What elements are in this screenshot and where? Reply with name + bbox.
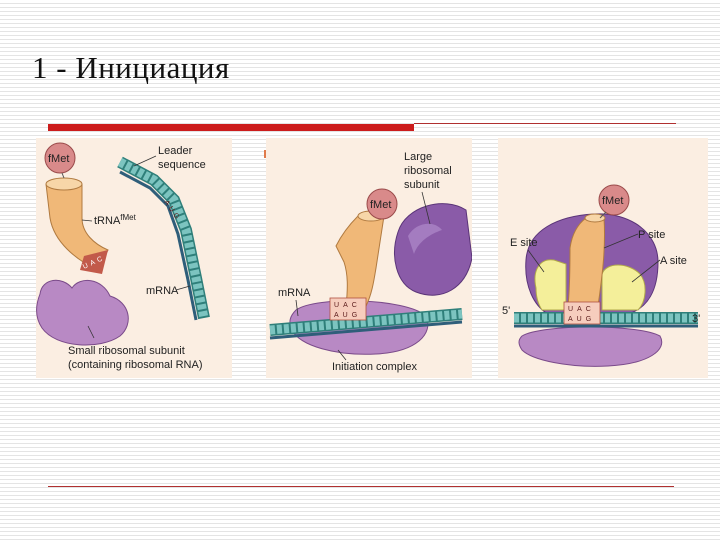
e-site-label: E site xyxy=(510,237,538,249)
a-site xyxy=(601,264,646,311)
mrna-strand xyxy=(269,308,463,340)
slide-title: 1 - Инициация xyxy=(32,50,230,85)
e-site xyxy=(534,259,567,311)
fmet-ball xyxy=(44,142,76,174)
mrna-strand xyxy=(117,156,210,321)
trna-label: tRNAfMet xyxy=(94,213,137,227)
small-subunit-label-1: Small ribosomal subunit xyxy=(68,345,185,357)
large-subunit-label-3: subunit xyxy=(404,179,439,191)
codon-pairing-box xyxy=(563,301,601,325)
large-subunit-label-2: ribosomal xyxy=(404,165,452,177)
fmet-ball xyxy=(598,184,630,216)
title-divider-line xyxy=(414,123,676,124)
three-prime-label: 3' xyxy=(692,313,700,325)
bottom-divider-line xyxy=(48,486,674,487)
initiation-complex-label: Initiation complex xyxy=(332,361,417,373)
title-accent-bar xyxy=(48,124,414,131)
codon-pairing-box xyxy=(329,297,367,321)
fmet-ball xyxy=(366,188,398,220)
mrna-label: mRNA xyxy=(278,287,311,299)
fmet-label: fMet xyxy=(48,153,69,165)
large-ribosomal-subunit xyxy=(394,203,472,296)
leader-label-2: sequence xyxy=(158,159,206,171)
mrna-label: mRNA xyxy=(146,285,179,297)
small-subunit-label-2: (containing ribosomal RNA) xyxy=(68,359,203,371)
trna-anticodon-label: UAC xyxy=(82,256,104,271)
trna-body xyxy=(45,177,109,274)
fmet-label: fMet xyxy=(602,195,623,207)
small-ribosomal-subunit xyxy=(518,326,663,367)
small-ribosomal-subunit xyxy=(36,279,129,346)
leader-label-1: Leader xyxy=(158,145,193,157)
large-subunit-label-1: Large xyxy=(404,151,432,163)
mrna-strand xyxy=(514,312,698,328)
panel-components: AUG UAC fMet Leader sequence tRNAfMet mR… xyxy=(36,138,232,378)
fmet-label: fMet xyxy=(370,199,391,211)
mrna-codon-label: AUG xyxy=(162,199,180,220)
trna-body xyxy=(335,210,385,307)
p-site-label: P site xyxy=(638,229,665,241)
a-site-label: A site xyxy=(660,255,687,267)
five-prime-label: 5' xyxy=(502,305,510,317)
trna-body xyxy=(567,213,606,307)
